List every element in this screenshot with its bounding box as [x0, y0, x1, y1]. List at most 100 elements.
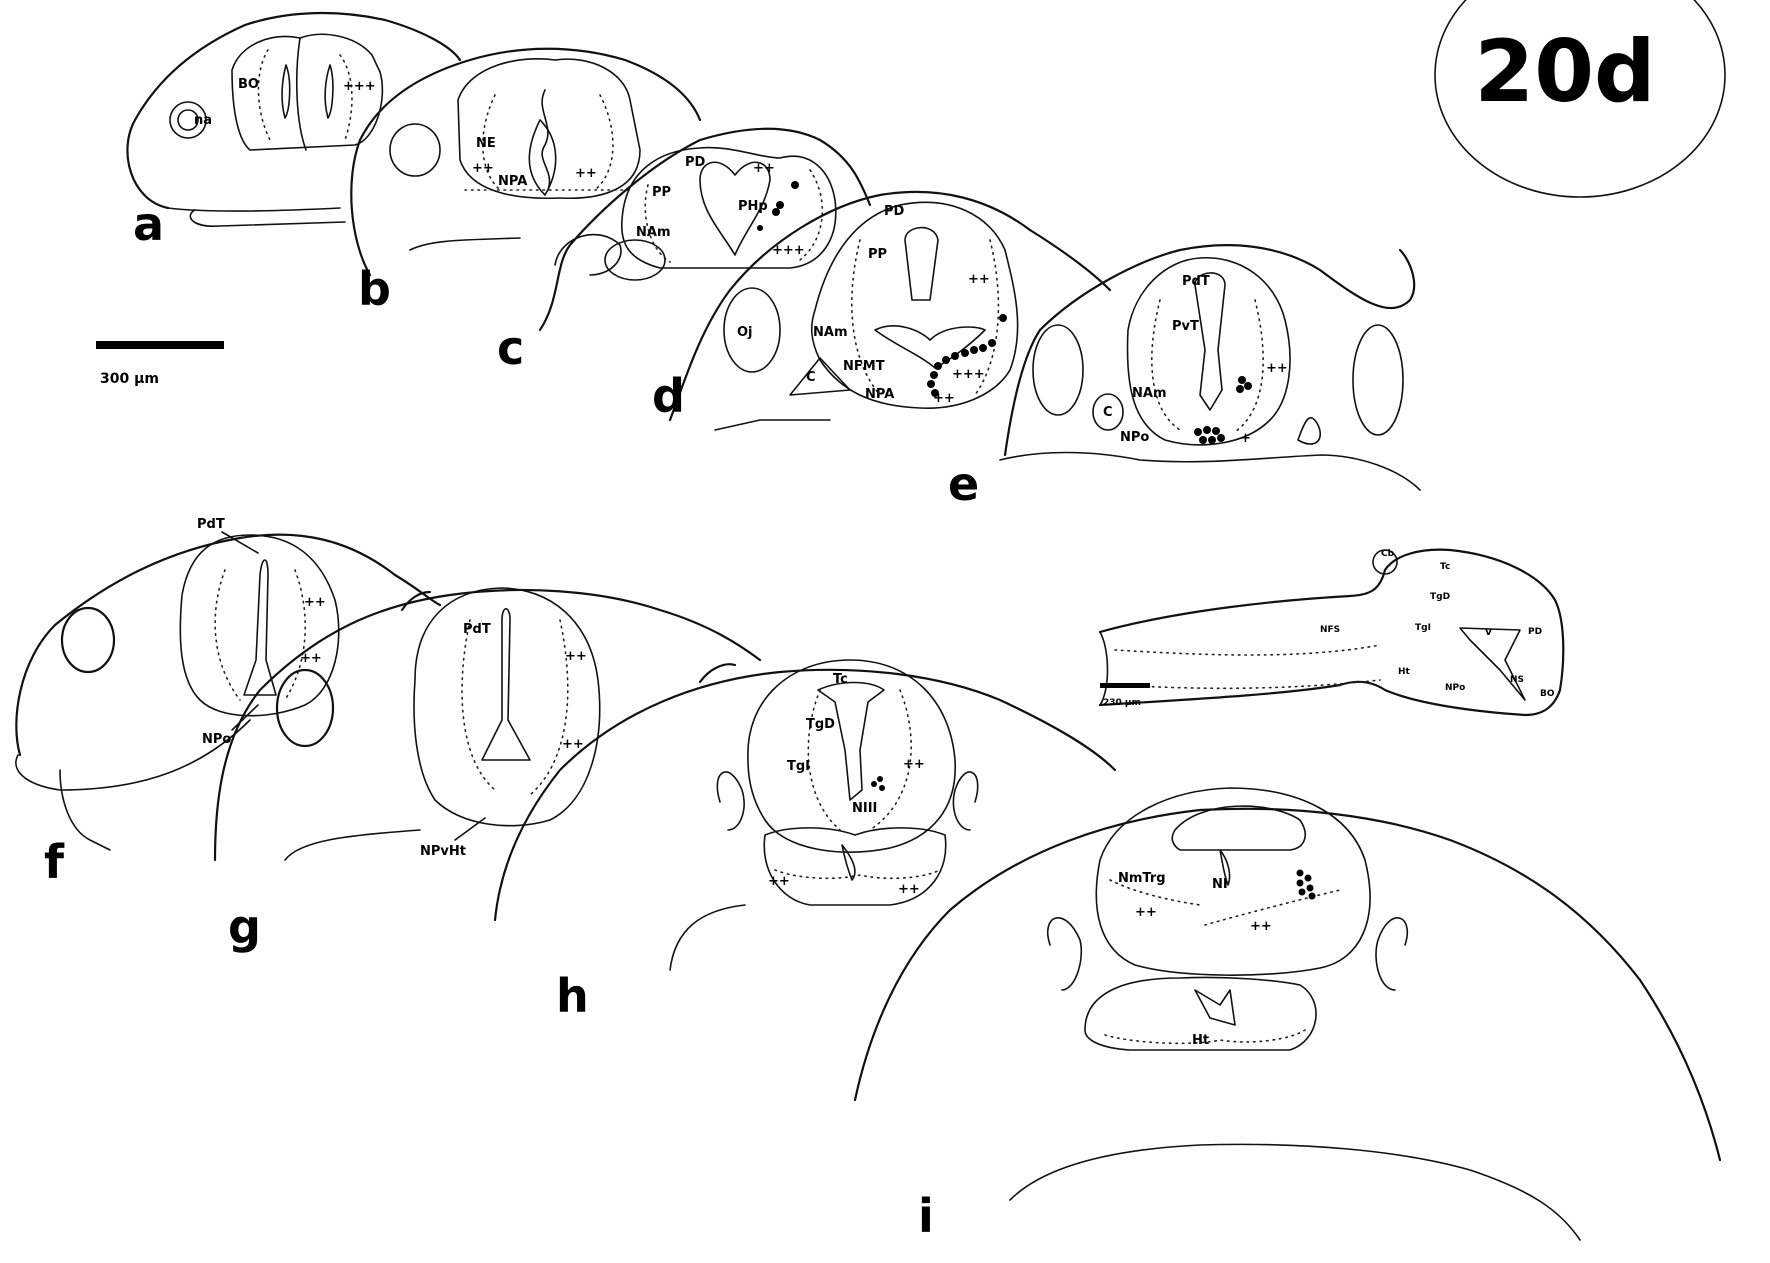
- inset-label-TgD: TgD: [1430, 592, 1450, 602]
- panel-letter-f: f: [44, 835, 65, 889]
- inset-label-Tc: Tc: [1440, 562, 1450, 572]
- ventricle-left-a: [282, 65, 290, 118]
- label-PP-d: PP: [868, 247, 887, 262]
- label-TgD-h: TgD: [806, 717, 835, 732]
- label-NAm-e: NAm: [1132, 386, 1167, 401]
- marker-c-1: ++: [753, 161, 775, 176]
- marker-e-1: ++: [1266, 361, 1288, 376]
- label-NE-b: NE: [476, 136, 496, 151]
- label-na-a: na: [194, 113, 212, 128]
- head-outline-i: [855, 809, 1720, 1160]
- ventricle-lower-d: [875, 326, 985, 368]
- ventricle-i: [1172, 806, 1305, 850]
- label-NAm-d: NAm: [813, 325, 848, 340]
- head-outline-a: [127, 13, 460, 208]
- inset-scale-bar-label: 230 µm: [1103, 698, 1141, 708]
- marker-d-3: ++: [933, 391, 955, 406]
- panel-letter-a: a: [133, 197, 164, 251]
- inset-label-NFS: NFS: [1320, 625, 1340, 635]
- label-BO-a: BO: [238, 77, 259, 92]
- marker-h-2: ++: [768, 874, 790, 889]
- dot-cluster-i: [1297, 870, 1316, 900]
- diencephalon-outline-f: [180, 535, 338, 716]
- marker-g-2: ++: [562, 737, 584, 752]
- bulb-midline-a: [297, 38, 306, 150]
- label-PD-d: PD: [884, 204, 905, 219]
- label-NPA-b: NPA: [498, 174, 527, 189]
- label-C-d: C: [806, 370, 816, 385]
- panel-b: NE NPA ++ ++ b: [351, 49, 700, 316]
- diencephalon-outline-g: [414, 588, 600, 826]
- ventricle-upper-d: [905, 228, 938, 300]
- panel-e: PdT PvT NAm C NPo ++ + e: [948, 245, 1420, 511]
- label-PdT-f: PdT: [197, 517, 225, 532]
- scale-bar-main: 300 µm: [96, 341, 224, 387]
- label-NI-i: NI: [1212, 877, 1228, 892]
- label-NPA-d: NPA: [865, 387, 894, 402]
- label-Ht-i: Ht: [1192, 1033, 1209, 1048]
- lobe-right-h: [953, 772, 977, 830]
- lobe-right-i: [1376, 918, 1407, 990]
- panel-inset: Cb Tc TgD TgI V PD NFS Ht NPo NS BO 230 …: [1100, 549, 1563, 715]
- scale-bar-label: 300 µm: [100, 371, 159, 387]
- eye-e-left: [1033, 325, 1083, 415]
- label-C-e: C: [1103, 405, 1113, 420]
- label-PdT-e: PdT: [1182, 274, 1210, 289]
- label-PP-c: PP: [652, 185, 671, 200]
- marker-e-2: +: [1240, 431, 1251, 446]
- panel-letter-d: d: [652, 369, 685, 423]
- panel-letter-c: c: [497, 321, 524, 375]
- marker-a-1: +++: [343, 79, 376, 94]
- panel-letter-i: i: [918, 1189, 934, 1243]
- inset-label-BO: BO: [1540, 689, 1555, 699]
- label-PHp-c: PHp: [738, 199, 768, 214]
- pituitary-c: [605, 240, 665, 280]
- label-PD-c: PD: [685, 155, 706, 170]
- marker-b-2: ++: [575, 166, 597, 181]
- panel-h: Tc TgD TgI NIII ++ ++ ++ h: [495, 660, 1115, 1023]
- ventricle-e: [1195, 273, 1225, 410]
- palate-b: [410, 238, 520, 250]
- head-outline-d: [670, 192, 1110, 420]
- inset-label-PD: PD: [1528, 627, 1542, 637]
- label-Oj-d: Oj: [737, 325, 753, 340]
- midline-squiggle-b: [542, 90, 549, 190]
- eye-g: [277, 670, 333, 746]
- marker-i-2: ++: [1250, 919, 1272, 934]
- marker-h-1: ++: [903, 757, 925, 772]
- label-PdT-g: PdT: [463, 622, 491, 637]
- panel-letter-e: e: [948, 457, 979, 511]
- label-NPo-f: NPo: [202, 732, 231, 747]
- marker-f-1: ++: [304, 595, 326, 610]
- marker-h-3: ++: [898, 882, 920, 897]
- label-PvT-e: PvT: [1172, 319, 1199, 334]
- label-NmTrg-i: NmTrg: [1118, 871, 1166, 886]
- panel-d: PD PP Oj NAm NFMT C NPA ++ +++ ++ d: [652, 192, 1110, 430]
- c-structure-d: [790, 358, 850, 395]
- lobe-left-h: [717, 772, 744, 830]
- marker-i-1: ++: [1135, 905, 1157, 920]
- panel-g: PdT NPvHt ++ ++ g: [215, 588, 760, 954]
- label-NAm-c: NAm: [636, 225, 671, 240]
- label-Tc-h: Tc: [833, 672, 848, 687]
- scale-bar-line: [96, 341, 224, 349]
- figure-label-text: 20d: [1474, 22, 1655, 122]
- eye-e-right: [1353, 325, 1403, 435]
- lobe-left-i: [1048, 918, 1082, 990]
- inset-ventricle: [1460, 628, 1525, 700]
- panel-letter-h: h: [556, 969, 589, 1023]
- jaw-lower-a: [190, 210, 345, 226]
- eye-b: [390, 124, 440, 176]
- panel-a: BO na +++ a: [127, 13, 460, 251]
- figure-label: 20d: [1435, 0, 1725, 197]
- label-NFMT-d: NFMT: [843, 359, 885, 374]
- diencephalon-outline-d: [812, 202, 1018, 408]
- label-NIII-h: NIII: [852, 801, 877, 816]
- inset-label-V: V: [1485, 628, 1492, 638]
- marker-d-2: +++: [952, 367, 985, 382]
- head-outline-f: [16, 535, 440, 755]
- panel-i: NmTrg NI Ht ++ ++ i: [855, 788, 1720, 1243]
- dot-cluster-e: [1194, 426, 1225, 444]
